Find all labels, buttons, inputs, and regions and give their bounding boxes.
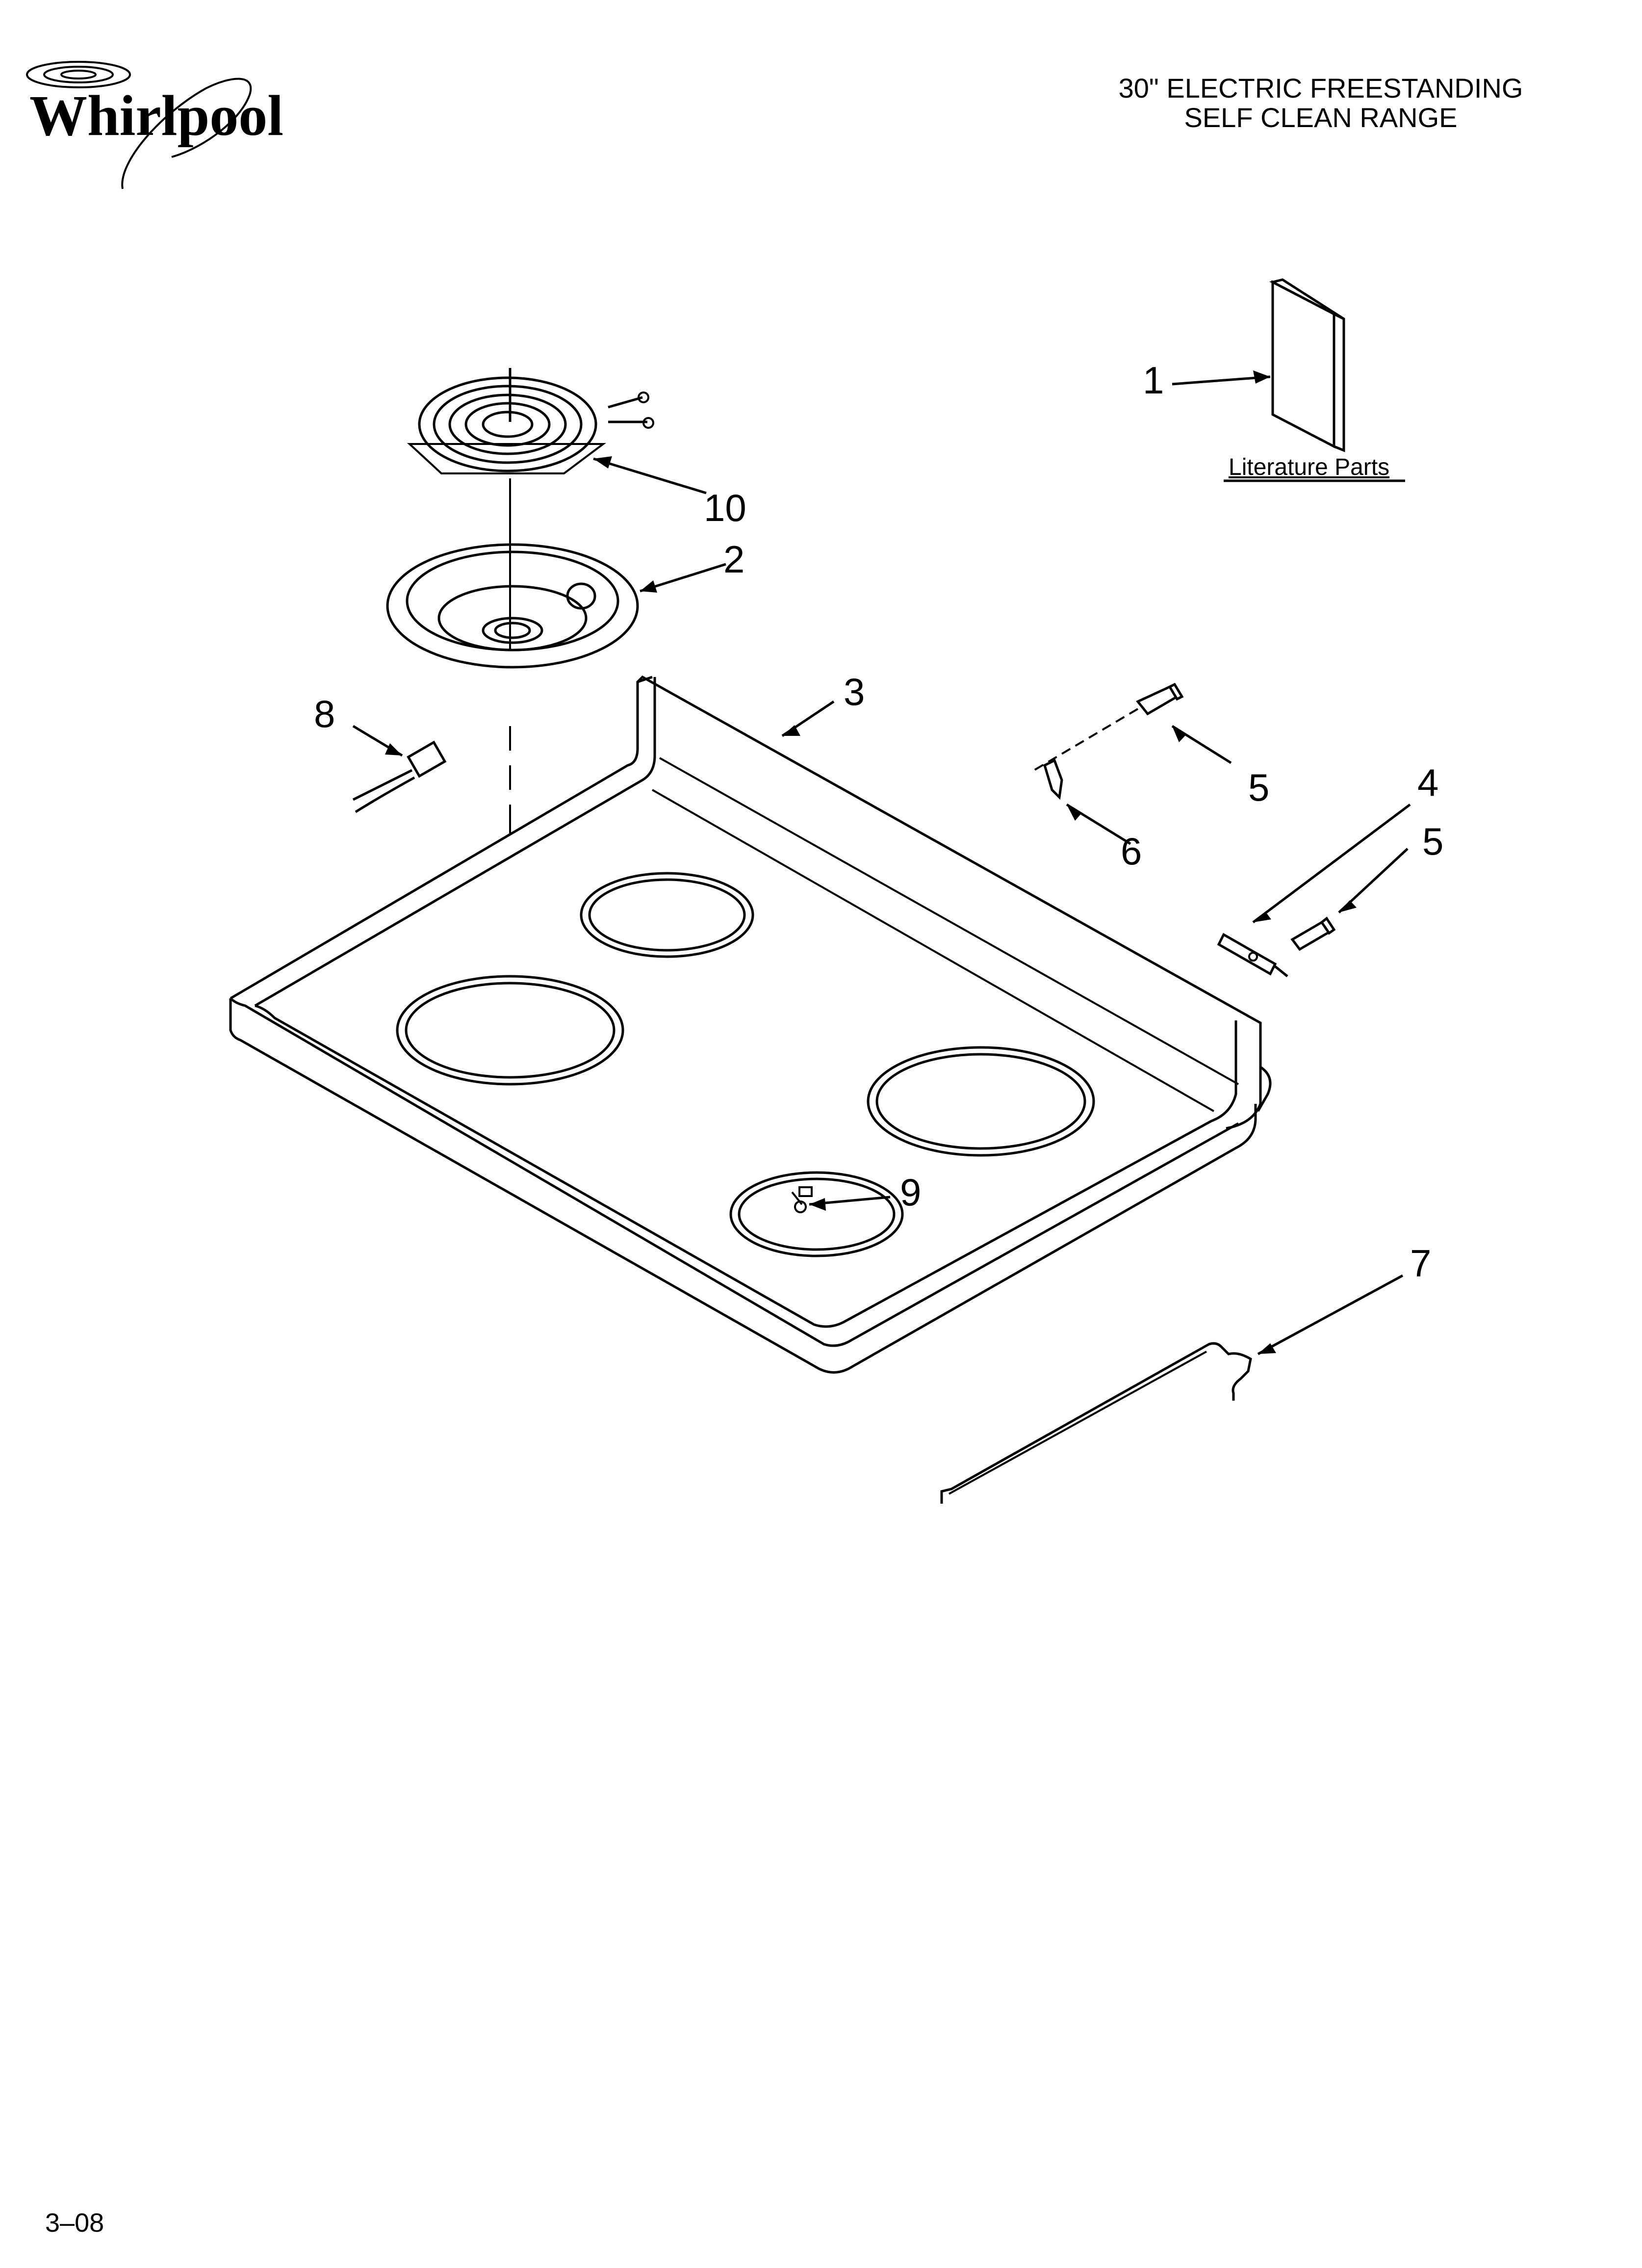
callout-4: 4 bbox=[1417, 761, 1439, 804]
callout-10: 10 bbox=[704, 486, 746, 529]
callout-2: 2 bbox=[723, 538, 745, 581]
whirlpool-logo: Whirlpool bbox=[26, 61, 283, 189]
screw-icon-2 bbox=[1290, 916, 1336, 951]
drip-bowl-icon bbox=[386, 543, 639, 669]
callout-8: 8 bbox=[314, 692, 335, 735]
range-top-icon bbox=[229, 675, 1272, 1381]
callout-9: 9 bbox=[900, 1171, 922, 1214]
title-line-1: 30" ELECTRIC FREESTANDING bbox=[1118, 73, 1523, 104]
callout-leader-1 bbox=[1172, 375, 1271, 386]
callout-3: 3 bbox=[844, 670, 865, 713]
title-line-2: SELF CLEAN RANGE bbox=[1184, 102, 1458, 133]
surface-element-icon bbox=[407, 368, 654, 474]
screw-icon bbox=[1136, 682, 1184, 716]
literature-parts-label: Literature Parts bbox=[1229, 454, 1390, 480]
callout-7: 7 bbox=[1410, 1242, 1432, 1285]
callout-5-lower: 5 bbox=[1422, 820, 1444, 863]
clip-icon bbox=[1043, 758, 1063, 800]
rod-icon bbox=[940, 1342, 1252, 1504]
callout-5-top: 5 bbox=[1248, 766, 1270, 809]
wire-harness-icon bbox=[352, 740, 447, 813]
date-code: 3–08 bbox=[45, 2208, 104, 2238]
bracket-icon bbox=[1217, 933, 1288, 977]
literature-booklet-icon bbox=[1224, 278, 1405, 482]
page-title: 30" ELECTRIC FREESTANDING SELF CLEAN RAN… bbox=[1076, 74, 1566, 132]
callout-6: 6 bbox=[1121, 830, 1142, 873]
logo-wordmark: Whirlpool bbox=[29, 83, 283, 148]
callout-1: 1 bbox=[1143, 359, 1164, 402]
